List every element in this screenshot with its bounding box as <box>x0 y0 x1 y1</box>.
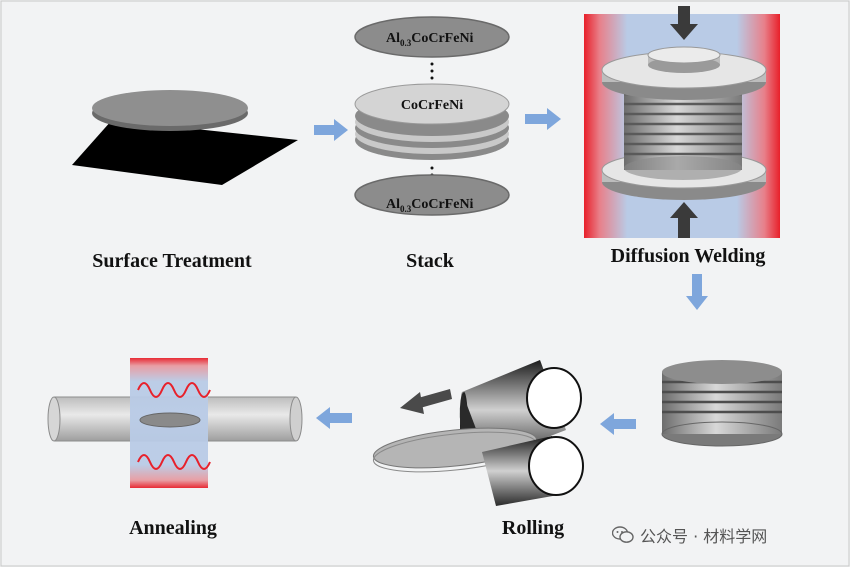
middle-disc-label: CoCrFeNi <box>401 98 463 113</box>
surface-treatment-graphic <box>72 90 298 185</box>
watermark-text: 公众号 · 材料学网 <box>640 527 768 546</box>
annealing-graphic <box>47 358 303 488</box>
svg-text:Al0.3CoCrFeNi: Al0.3CoCrFeNi <box>386 197 474 214</box>
pressure-arrow-up <box>670 202 698 238</box>
middle-cocrfeni-disc <box>354 83 510 125</box>
heat-wave-bottom <box>137 454 211 470</box>
lower-roll-end <box>528 436 584 496</box>
upper-roll-end <box>526 367 582 429</box>
diffusion-welding-graphic <box>584 6 780 238</box>
upper-disc-top <box>92 90 248 126</box>
top-disc-rest: CoCrFeNi <box>411 31 473 46</box>
label-stack: Stack <box>406 250 454 272</box>
top-disc-sub: 0.3 <box>400 38 412 48</box>
svg-text:Al0.3CoCrFeNi: Al0.3CoCrFeNi <box>386 31 474 48</box>
label-rolling: Rolling <box>501 517 565 539</box>
top-disc-base: Al <box>386 31 400 46</box>
top-alloy-disc <box>354 16 510 58</box>
flow-arrow-4 <box>600 413 636 435</box>
heat-wave-top <box>137 382 211 398</box>
flow-arrow-3 <box>686 274 708 310</box>
label-surface-treatment: Surface Treatment <box>92 250 252 272</box>
welded-block-graphic <box>661 360 783 447</box>
bottom-disc-base: Al <box>386 197 400 212</box>
annealed-sample <box>139 412 201 428</box>
label-diffusion-welding: Diffusion Welding <box>610 245 766 267</box>
flow-arrow-2 <box>525 108 561 130</box>
flow-arrow-1 <box>314 119 348 141</box>
bottom-disc-sub: 0.3 <box>400 204 412 214</box>
wechat-icon <box>612 526 634 543</box>
bottom-alloy-disc <box>354 174 510 216</box>
rolling-direction-arrow <box>400 389 452 414</box>
flow-arrow-5 <box>316 407 352 429</box>
black-substrate <box>72 120 298 185</box>
watermark: 公众号 · 材料学网 <box>612 524 767 546</box>
pressure-arrow-down <box>670 6 698 40</box>
rolling-graphic <box>372 360 584 506</box>
bottom-disc-rest: CoCrFeNi <box>411 197 473 212</box>
label-annealing: Annealing <box>129 517 217 539</box>
block-top-face <box>662 360 782 384</box>
stack-graphic: Al0.3CoCrFeNi CoCrFeNi Al0.3CoCrFeNi <box>354 16 510 216</box>
